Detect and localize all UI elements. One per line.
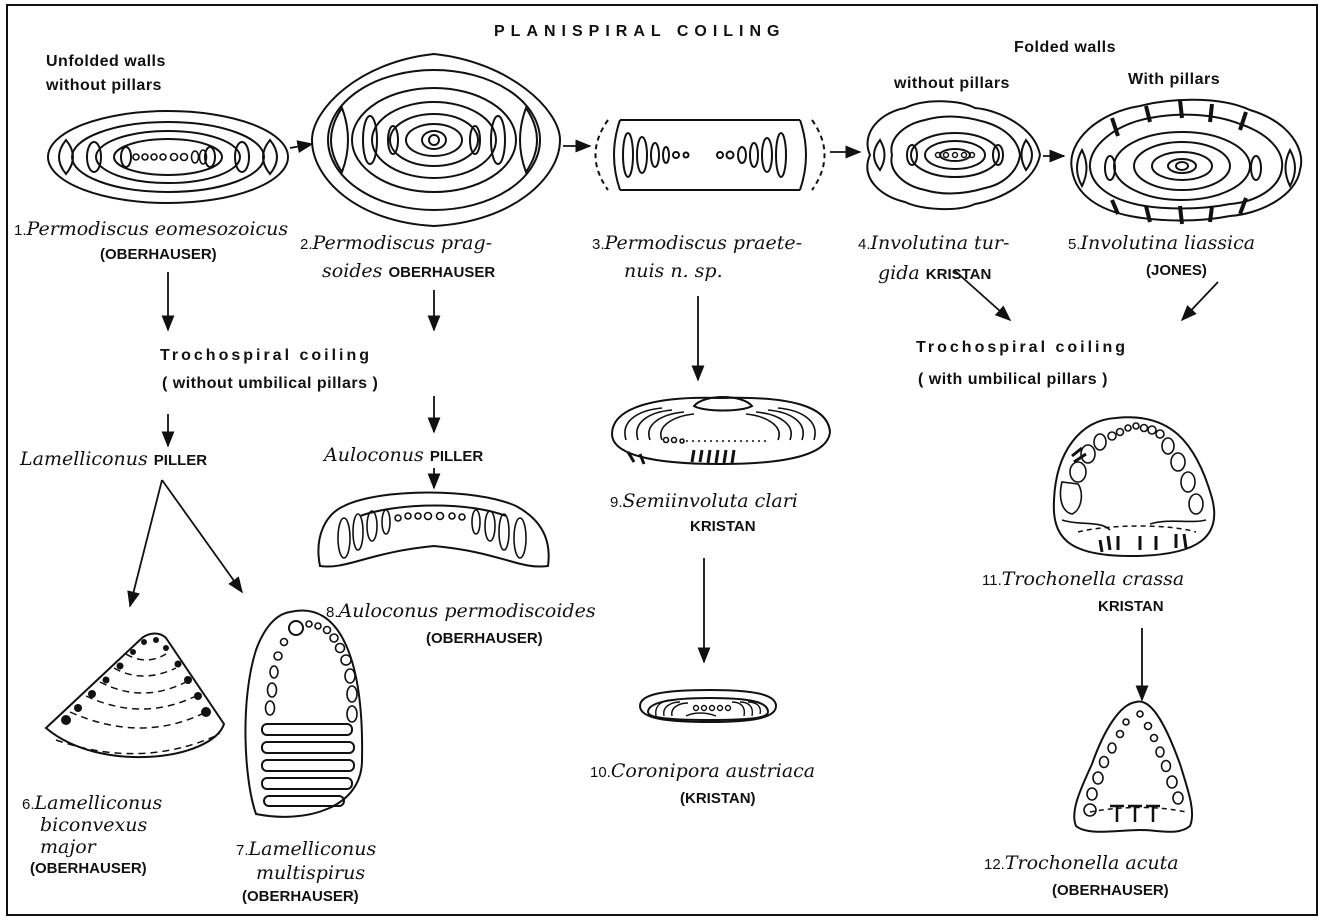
taxon-4-name: 4.Involutina tur- [858, 232, 1009, 255]
taxon-7-name: 7.Lamelliconus [236, 838, 376, 861]
genus-auloconus: Auloconus PILLER [324, 444, 483, 467]
trochospiral-left-title: Trochospiral coiling [160, 346, 372, 365]
specimen-6-drawing [46, 634, 224, 758]
taxon-7-number: 7. [236, 842, 249, 859]
taxon-8-number: 8. [326, 604, 339, 621]
specimen-11-drawing [1054, 417, 1214, 556]
taxon-9-number: 9. [610, 494, 623, 511]
header-with-pillars: With pillars [1128, 70, 1220, 89]
specimen-2-drawing [312, 54, 560, 226]
taxon-9-name: 9.Semiinvoluta clari [610, 490, 798, 513]
taxon-4-name-line2: gida KRISTAN [878, 262, 991, 285]
taxon-4-author: KRISTAN [926, 266, 992, 283]
taxon-3-name: 3.Permodiscus praete- [592, 232, 802, 255]
taxon-9-author: KRISTAN [690, 518, 756, 536]
taxon-3-number: 3. [592, 236, 605, 253]
specimen-1-drawing [48, 111, 288, 203]
taxon-6-name: 6.Lamelliconus [22, 792, 162, 815]
trochospiral-right-title: Trochospiral coiling [916, 338, 1128, 357]
taxon-10-number: 10. [590, 764, 611, 781]
taxon-2-author: OBERHAUSER [388, 264, 495, 281]
header-folded: Folded walls [1014, 38, 1116, 57]
taxon-12-name: 12.Trochonella acuta [984, 852, 1179, 875]
taxon-8-author: (OBERHAUSER) [426, 630, 543, 648]
specimen-9-drawing [612, 397, 830, 464]
trochospiral-left-subtitle: ( without umbilical pillars ) [162, 374, 378, 393]
taxon-1-author: (OBERHAUSER) [100, 246, 217, 264]
taxon-5-name: 5.Involutina liassica [1068, 232, 1255, 255]
page-title: PLANISPIRAL COILING [494, 22, 786, 41]
taxon-1-name: 1.Permodiscus eomesozoicus [14, 218, 288, 241]
header-without-pillars: without pillars [894, 74, 1010, 93]
genus-auloconus-author: PILLER [430, 448, 483, 465]
header-unfolded-line1: Unfolded walls [46, 52, 166, 71]
taxon-11-author: KRISTAN [1098, 598, 1164, 616]
taxon-10-name: 10.Coronipora austriaca [590, 760, 815, 783]
taxon-2-name-line2: soides OBERHAUSER [322, 260, 495, 283]
taxon-6-name-line2: biconvexus [40, 814, 147, 837]
taxon-1-number: 1. [14, 222, 27, 239]
taxon-12-number: 12. [984, 856, 1005, 873]
specimen-8-drawing [318, 493, 548, 567]
taxon-5-author: (JONES) [1146, 262, 1207, 280]
taxon-6-author: (OBERHAUSER) [30, 860, 147, 878]
taxon-11-name: 11.Trochonella crassa [982, 568, 1184, 591]
taxon-8-name: 8.Auloconus permodiscoides [326, 600, 596, 623]
taxon-2-number: 2. [300, 236, 313, 253]
taxon-4-number: 4. [858, 236, 871, 253]
taxon-2-name: 2.Permodiscus prag- [300, 232, 492, 255]
taxon-6-number: 6. [22, 796, 35, 813]
specimen-3-drawing [596, 120, 825, 190]
specimen-4-drawing [867, 101, 1040, 209]
taxon-3-name-line2: nuis n. sp. [624, 260, 723, 283]
genus-lamelliconus: Lamelliconus PILLER [20, 448, 207, 471]
specimen-7-drawing [245, 610, 362, 816]
genus-lamelliconus-author: PILLER [154, 452, 207, 469]
taxon-12-author: (OBERHAUSER) [1052, 882, 1169, 900]
specimen-12-drawing [1074, 702, 1192, 832]
specimen-10-drawing [640, 690, 776, 722]
taxon-7-author: (OBERHAUSER) [242, 888, 359, 906]
trochospiral-right-subtitle: ( with umbilical pillars ) [918, 370, 1108, 389]
taxon-11-number: 11. [982, 572, 1002, 589]
taxon-5-number: 5. [1068, 236, 1081, 253]
taxon-7-name-line2: multispirus [256, 862, 365, 885]
taxon-10-author: (KRISTAN) [680, 790, 756, 808]
arrows [130, 144, 1218, 700]
specimen-5-drawing [1071, 100, 1301, 224]
taxon-6-name-line3: major [40, 836, 96, 859]
header-unfolded-line2: without pillars [46, 76, 162, 95]
